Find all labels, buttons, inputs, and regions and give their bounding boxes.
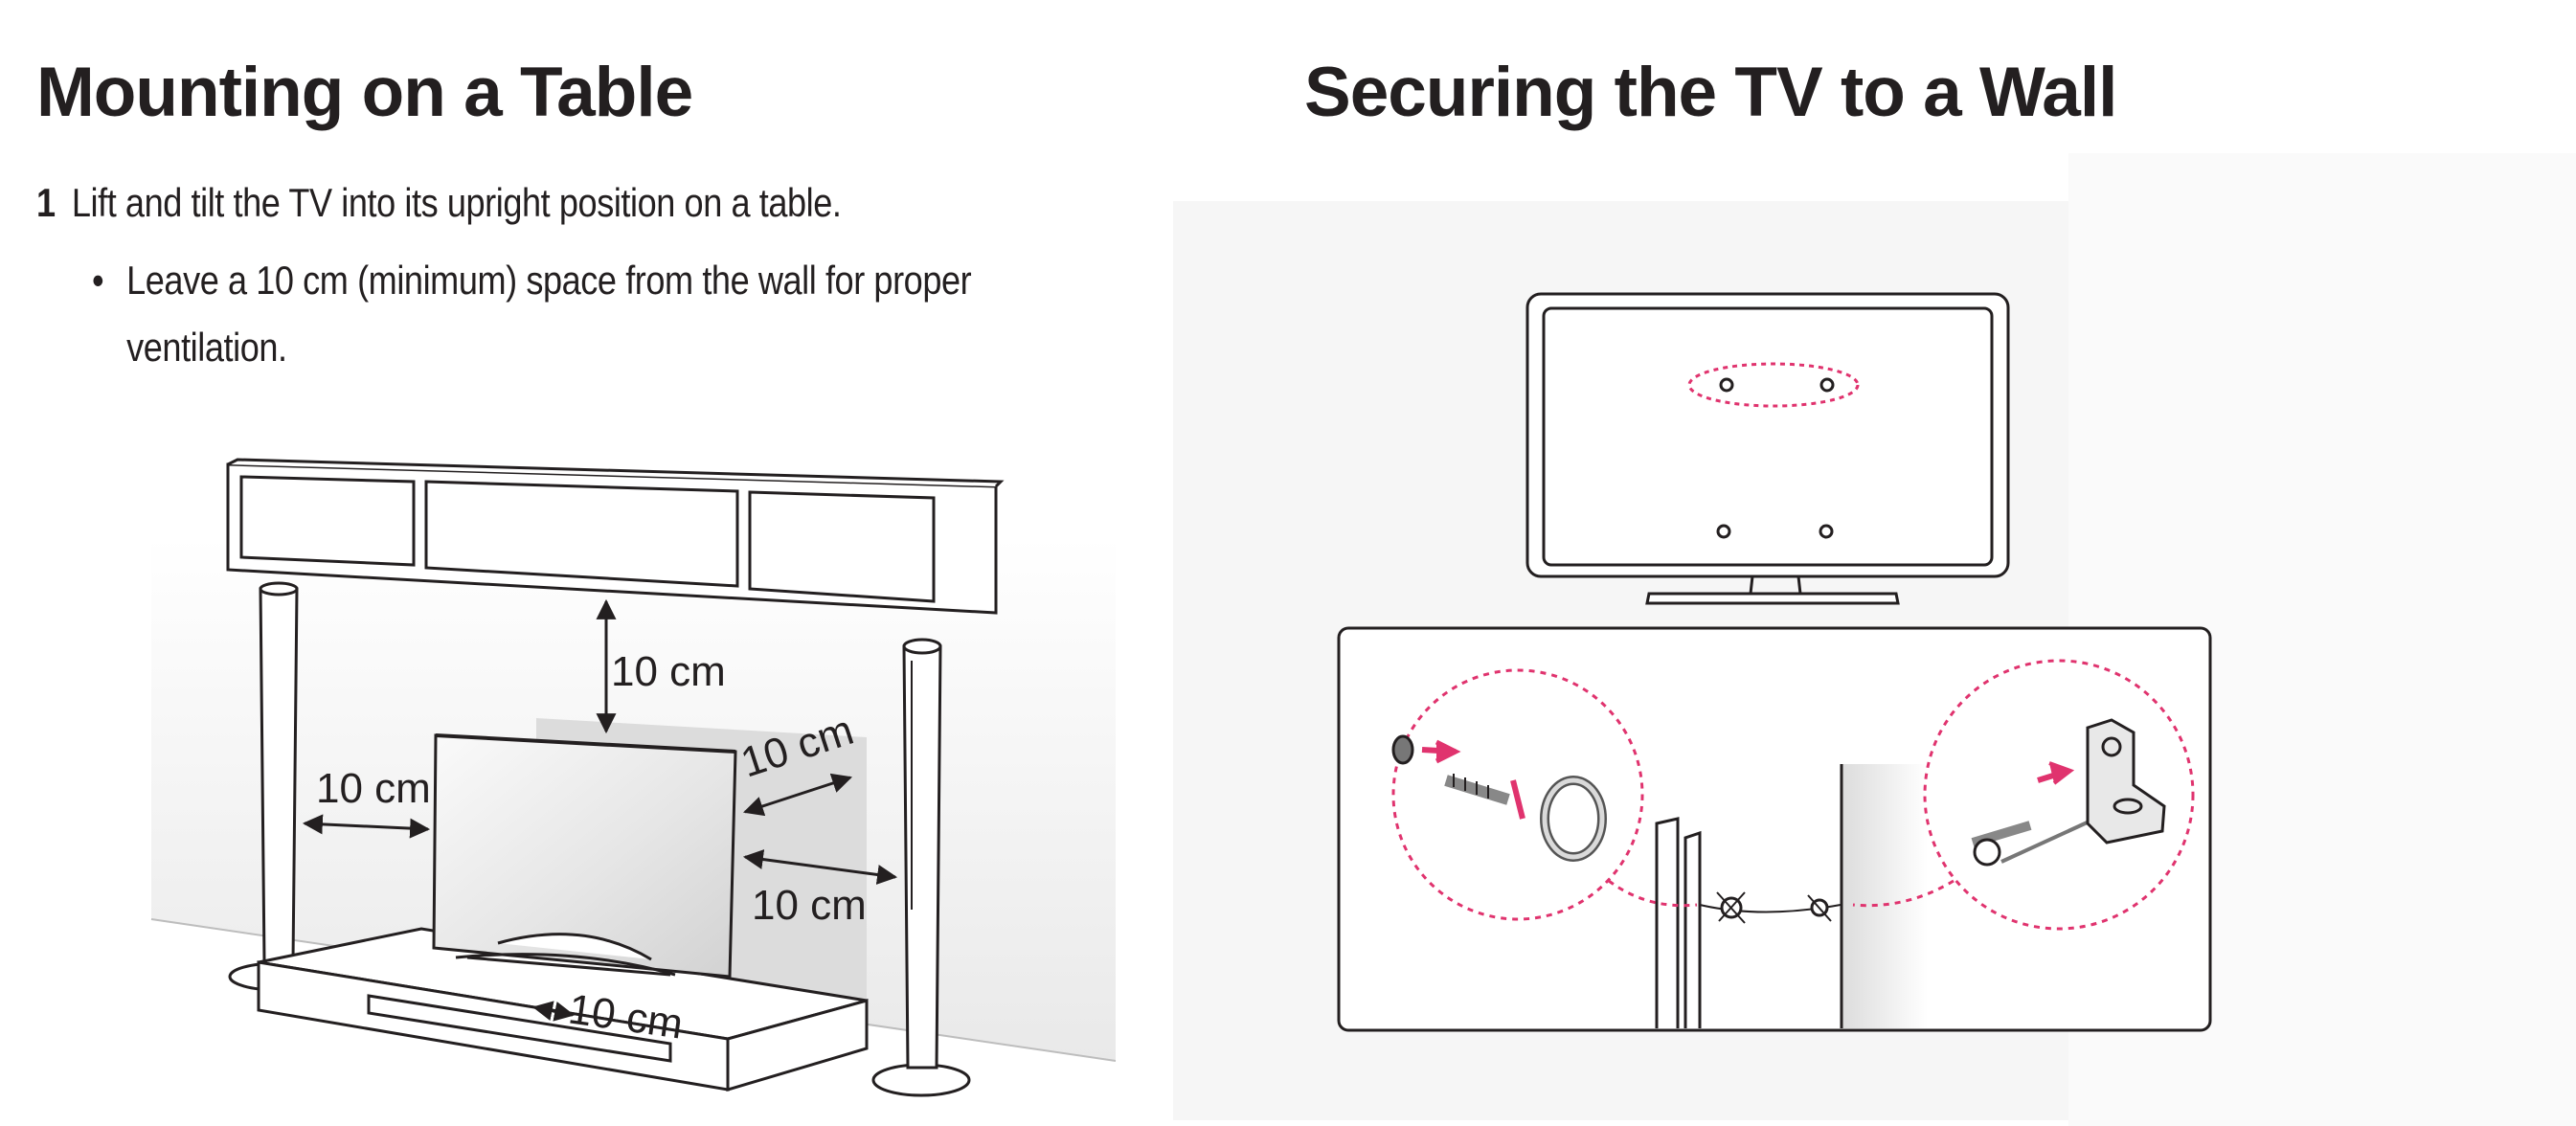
instruction-step-1: 1 Lift and tilt the TV into its upright p…: [36, 180, 842, 226]
instruction-bullet: • Leave a 10 cm (minimum) space from the…: [92, 247, 1064, 381]
step-number: 1: [36, 180, 56, 225]
table-mount-diagram: [150, 458, 1117, 1097]
tv-on-stand: [432, 733, 737, 979]
section-title-securing-tv-to-wall: Securing the TV to a Wall: [1304, 54, 2117, 131]
wall-tie-detail-box: [1337, 626, 2212, 1032]
bullet-text: Leave a 10 cm (minimum) space from the w…: [126, 258, 972, 370]
tv-rear-view: [1525, 292, 2010, 605]
dimension-label-top: 10 cm: [611, 648, 726, 695]
dimension-label-right: 10 cm: [752, 882, 867, 929]
tv-cabinet: [257, 927, 869, 1092]
right-speaker: [871, 638, 971, 1097]
section-title-mounting-on-table: Mounting on a Table: [36, 54, 693, 131]
wall-securing-diagram: [1173, 153, 2576, 1126]
bullet-dot-icon: •: [92, 258, 104, 303]
dimension-label-left: 10 cm: [316, 765, 431, 812]
step-text: Lift and tilt the TV into its upright po…: [71, 180, 842, 225]
wall-shelf: [226, 458, 1005, 615]
dimension-arrows: [302, 598, 898, 1022]
